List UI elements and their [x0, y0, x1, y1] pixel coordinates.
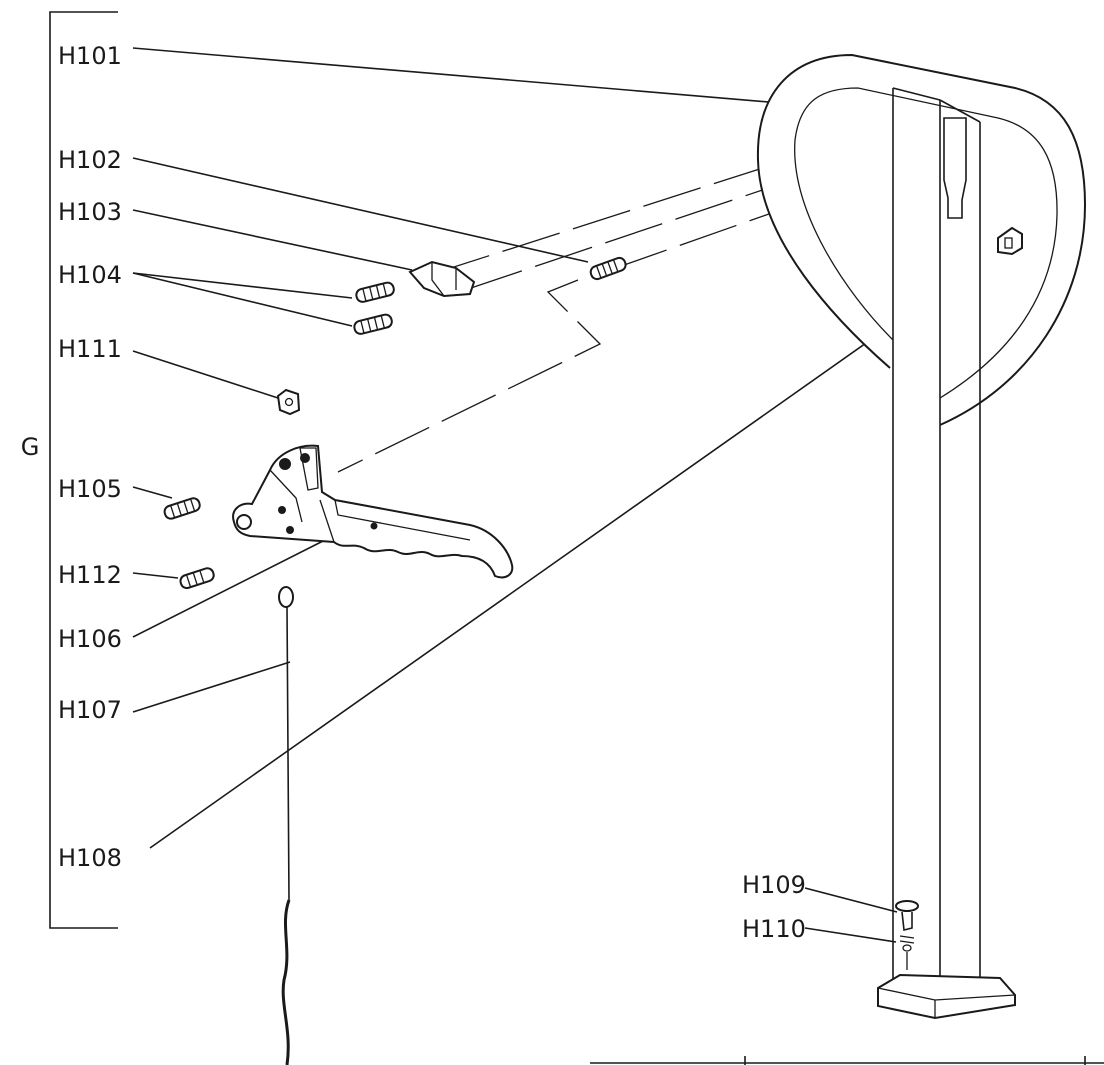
leader-lines — [132, 47, 999, 943]
label-h104: H104 — [58, 261, 122, 289]
label-h101: H101 — [58, 42, 122, 70]
label-h110: H110 — [742, 915, 806, 943]
pins-h104 — [353, 281, 395, 335]
pin-h112 — [179, 567, 215, 590]
pull-rod-h107 — [278, 586, 294, 1065]
label-h102: H102 — [58, 146, 122, 174]
handle-post — [877, 87, 1016, 1020]
control-lever-h106 — [232, 444, 514, 579]
label-h109: H109 — [742, 871, 806, 899]
post-clip — [997, 226, 1023, 256]
label-h103: H103 — [58, 198, 122, 226]
bracket-h103 — [408, 260, 476, 298]
label-h111: H111 — [58, 335, 122, 363]
screw-and-spring — [895, 900, 919, 970]
label-h105: H105 — [58, 475, 122, 503]
label-h106: H106 — [58, 625, 122, 653]
nut-h111 — [276, 388, 301, 416]
handle-loop — [756, 53, 1087, 426]
bolt-h102 — [589, 256, 627, 281]
pin-h105 — [163, 497, 201, 520]
table-edge — [590, 1056, 1104, 1065]
label-h108: H108 — [58, 844, 122, 872]
group-label: G — [21, 433, 40, 461]
label-h107: H107 — [58, 696, 122, 724]
group-bracket — [49, 11, 118, 929]
label-h112: H112 — [58, 561, 122, 589]
